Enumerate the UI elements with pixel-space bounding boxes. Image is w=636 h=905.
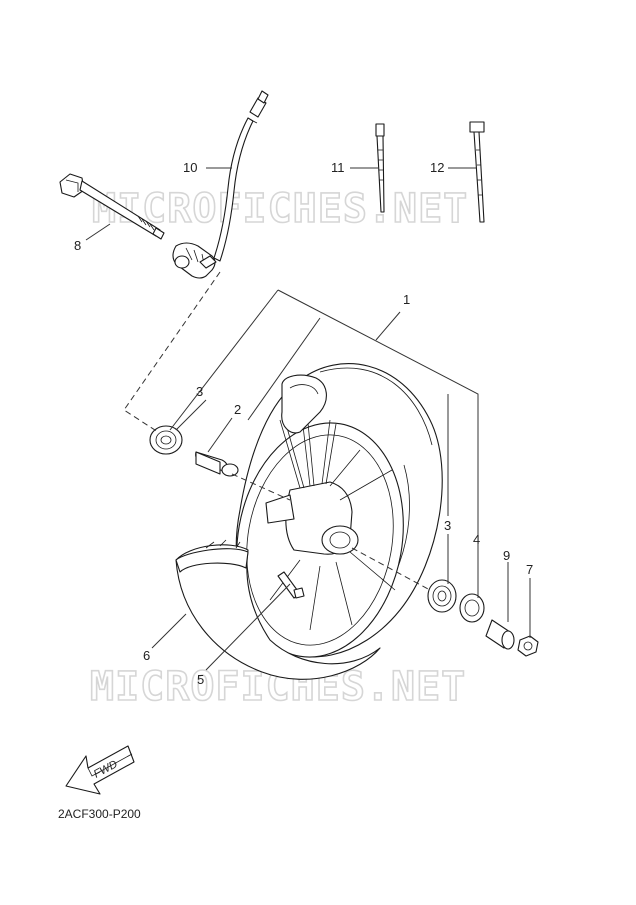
leader-8	[85, 223, 111, 241]
wheel-rim	[235, 363, 443, 658]
axle-nut	[517, 635, 539, 657]
bearing-left	[149, 425, 183, 455]
axle-bolt	[59, 173, 165, 240]
leader-5	[205, 583, 291, 671]
oil-seal	[459, 593, 485, 623]
leader-6	[151, 613, 187, 649]
alignment-line-upper	[123, 271, 221, 433]
leader-3-left	[169, 289, 279, 431]
diagram-code: 2ACF300-P200	[58, 807, 141, 821]
leader-1-right	[277, 289, 479, 590]
callout-12: 12	[430, 160, 444, 175]
callout-9: 9	[503, 548, 510, 563]
callout-8: 8	[74, 238, 81, 253]
alignment-line-lower	[351, 547, 431, 591]
leader-2	[207, 417, 233, 453]
callout-1: 1	[403, 292, 410, 307]
callout-7: 7	[526, 562, 533, 577]
callout-3-left: 3	[196, 384, 203, 399]
leader-1	[375, 311, 401, 341]
leader-2-guide	[247, 317, 321, 421]
callout-10: 10	[183, 160, 197, 175]
callout-5: 5	[197, 672, 204, 687]
fwd-direction-arrow: FWD	[65, 745, 135, 795]
callout-4: 4	[473, 532, 480, 547]
callout-6: 6	[143, 648, 150, 663]
speedometer-gear-cable	[172, 90, 269, 279]
watermark-top: MICROFICHES.NET	[92, 186, 468, 232]
collar-9	[485, 619, 515, 650]
leader-3-left-short	[175, 399, 207, 431]
tire-top-piece	[281, 374, 327, 434]
tire-section	[175, 539, 381, 680]
cable-tie-11	[375, 123, 385, 213]
collar	[195, 451, 239, 477]
callout-3-right: 3	[444, 518, 451, 533]
callout-2: 2	[234, 402, 241, 417]
cable-tie-12	[469, 121, 485, 223]
alignment-line-axle	[231, 473, 291, 501]
callout-11: 11	[331, 160, 345, 175]
bearing-right	[427, 579, 457, 613]
